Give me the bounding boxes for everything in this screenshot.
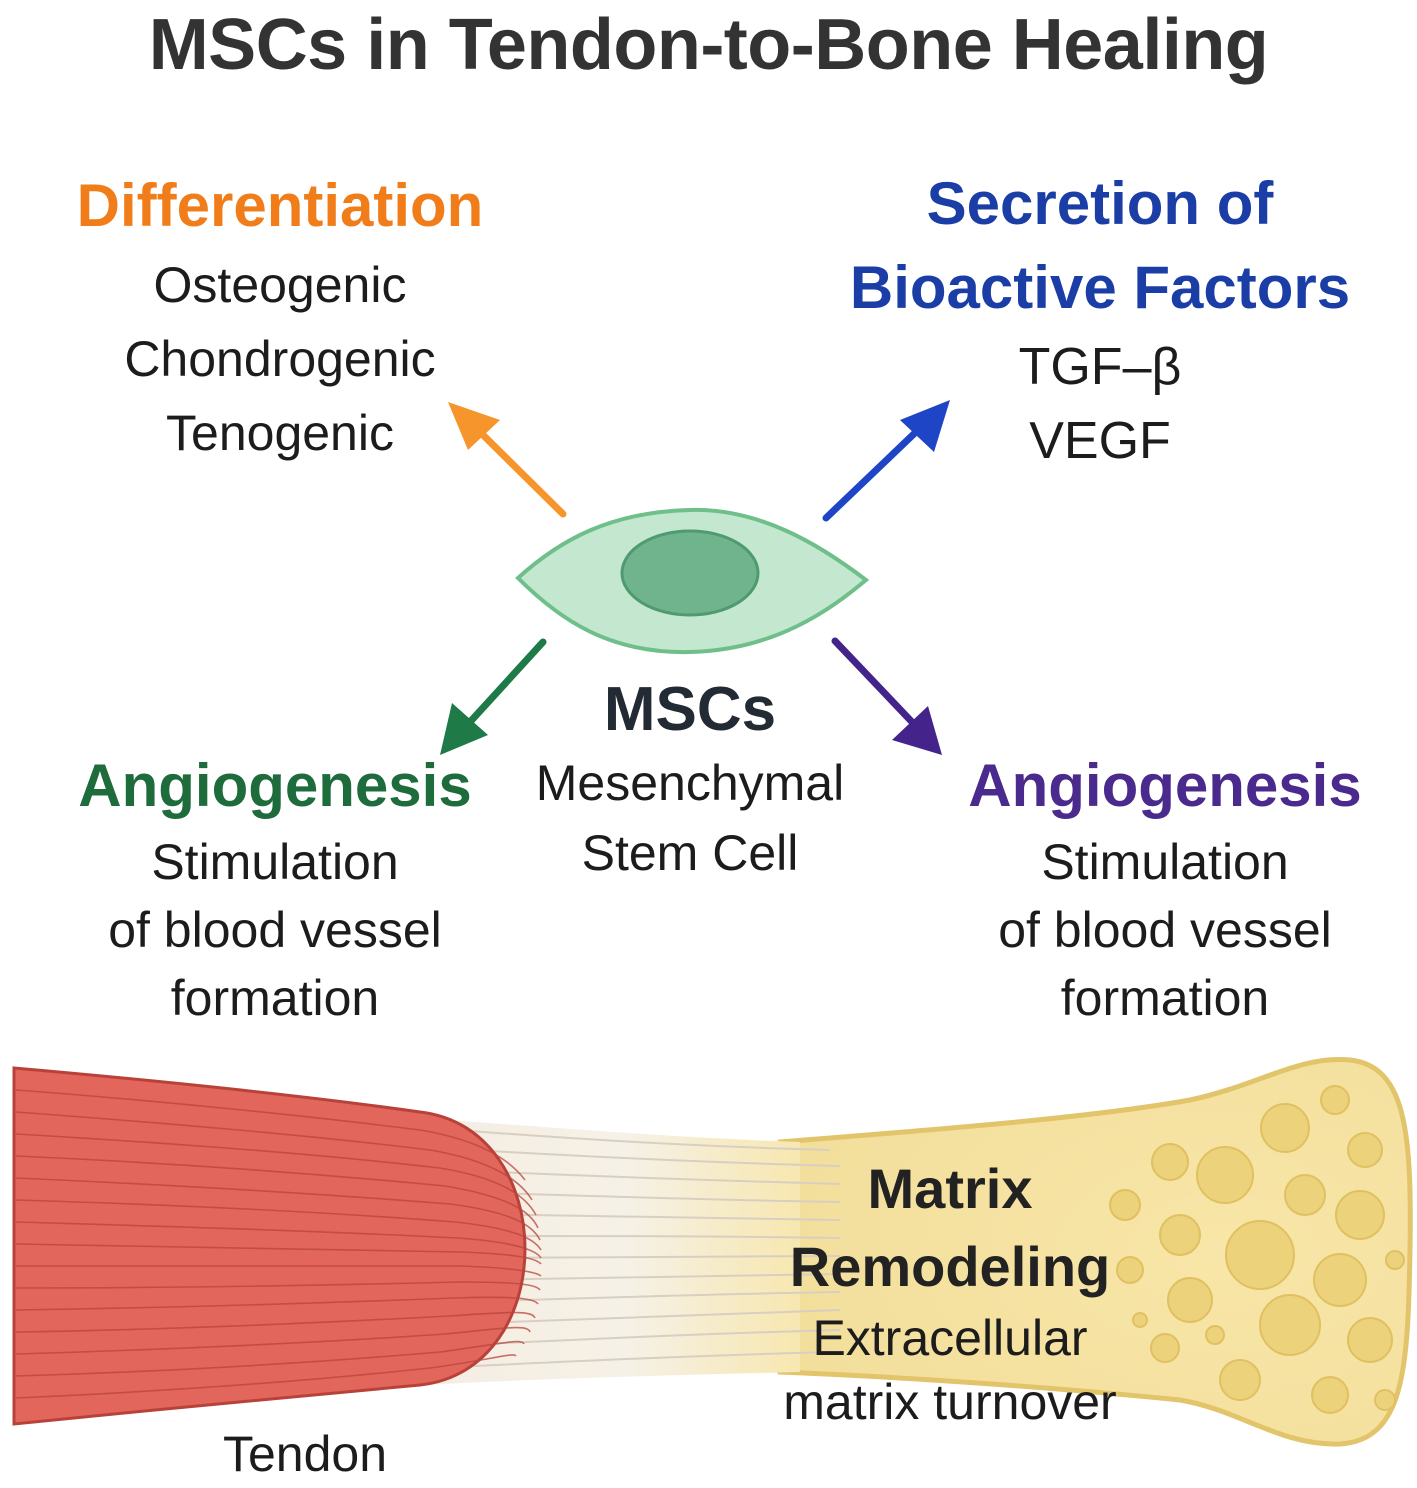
angiogenesis-right-line: Stimulation xyxy=(1041,834,1289,890)
arrow-to-differentiation xyxy=(448,402,567,518)
msc-description-line: Stem Cell xyxy=(581,825,799,881)
angiogenesis-left-line: formation xyxy=(170,970,380,1026)
secretion-block: Secretion of Bioactive Factors TGF–β VEG… xyxy=(805,162,1395,478)
bone-illustration xyxy=(777,1056,1413,1447)
angiogenesis-left-heading: Angiogenesis xyxy=(78,752,472,819)
differentiation-item: Tenogenic xyxy=(166,405,394,461)
differentiation-item: Chondrogenic xyxy=(124,331,436,387)
page-title: MSCs in Tendon-to-Bone Healing xyxy=(148,5,1269,85)
differentiation-heading: Differentiation xyxy=(76,172,484,239)
angiogenesis-left-line: of blood vessel xyxy=(108,902,442,958)
matrix-remodeling-block: Matrix Remodeling Extracellular matrix t… xyxy=(720,1150,1180,1434)
angiogenesis-right-block: Angiogenesis Stimulation of blood vessel… xyxy=(930,744,1400,1032)
msc-label: MSCs xyxy=(603,675,777,744)
arrow-to-angiogenesis-left xyxy=(440,638,547,755)
differentiation-block: Differentiation Osteogenic Chondrogenic … xyxy=(40,164,520,470)
matrix-heading-line: Matrix xyxy=(867,1157,1033,1220)
angiogenesis-left-block: Angiogenesis Stimulation of blood vessel… xyxy=(40,744,510,1032)
tendon-illustration xyxy=(12,1066,542,1426)
msc-cell-illustration xyxy=(515,507,870,655)
matrix-heading-line: Remodeling xyxy=(789,1235,1111,1298)
cell-nucleus xyxy=(620,529,760,617)
differentiation-item: Osteogenic xyxy=(153,257,407,313)
angiogenesis-left-line: Stimulation xyxy=(151,834,399,890)
secretion-heading-line: Secretion of xyxy=(926,170,1274,237)
tendon-label: Tendon xyxy=(222,1426,388,1482)
secretion-item: VEGF xyxy=(1029,412,1171,470)
angiogenesis-right-heading: Angiogenesis xyxy=(968,752,1362,819)
matrix-description-line: Extracellular xyxy=(812,1310,1088,1366)
msc-description-line: Mesenchymal xyxy=(535,755,845,811)
matrix-description-line: matrix turnover xyxy=(783,1374,1117,1430)
arrow-to-secretion xyxy=(822,400,950,522)
angiogenesis-right-line: of blood vessel xyxy=(998,902,1332,958)
secretion-heading-line: Bioactive Factors xyxy=(849,254,1351,321)
angiogenesis-right-line: formation xyxy=(1060,970,1270,1026)
arrow-to-angiogenesis-right xyxy=(831,637,942,755)
msc-label-block: MSCs Mesenchymal Stem Cell xyxy=(505,672,875,888)
secretion-item: TGF–β xyxy=(1018,338,1182,396)
